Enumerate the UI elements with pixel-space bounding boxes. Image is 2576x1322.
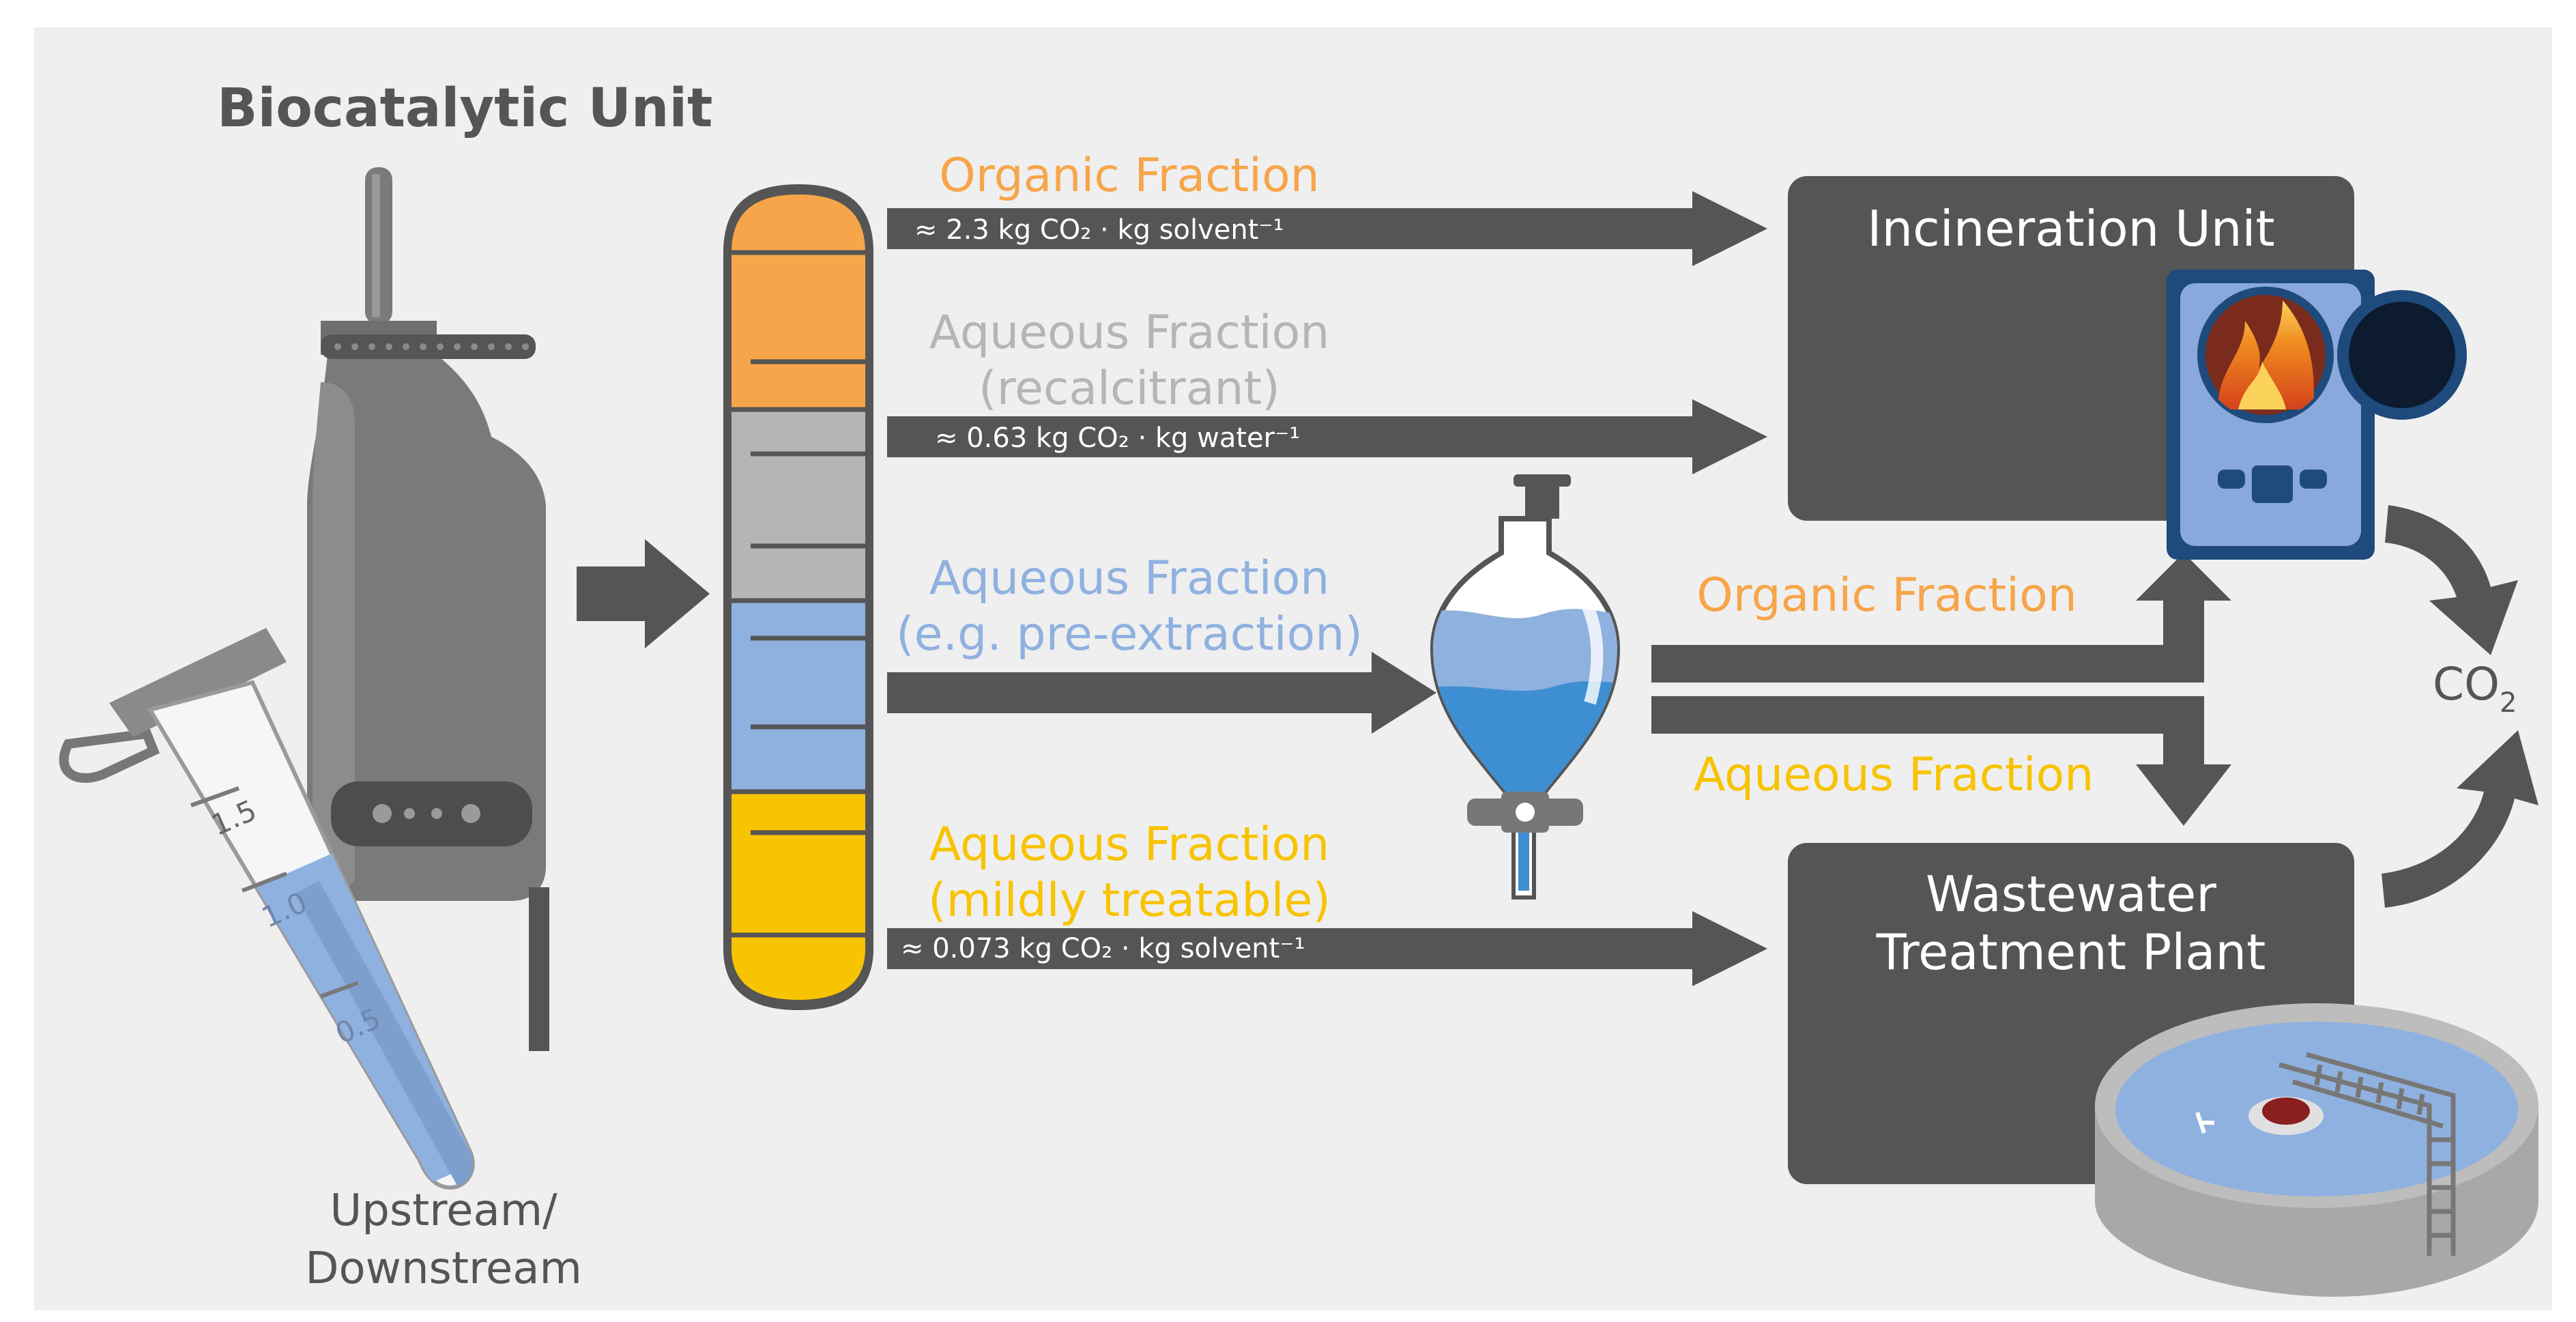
recalcitrant-fraction-label-line1: Aqueous Fraction [929, 306, 1330, 360]
mildly-treatable-fraction-arrow [887, 911, 1767, 986]
recalcitrant-fraction-arrow [887, 399, 1767, 474]
funnel-organic-fraction-label: Organic Fraction [1696, 569, 2077, 622]
recalcitrant-fraction-label-line2: (recalcitrant) [979, 362, 1280, 416]
incinerator-furnace-icon [2167, 270, 2467, 560]
organic-emission-factor: ≈ 2.3 kg CO₂ · kg solvent⁻¹ [914, 214, 1284, 246]
mildly-treatable-fraction-label-line1: Aqueous Fraction [929, 818, 1330, 872]
organic-fraction-label: Organic Fraction [939, 149, 1320, 203]
reactor-to-column-arrow [577, 539, 710, 648]
clarifier-tank-icon [2095, 1003, 2538, 1297]
pre-extraction-fraction-arrow [887, 652, 1436, 734]
incineration-to-co2-arrow [2385, 505, 2518, 655]
pre-extraction-fraction-label-line2: (e.g. pre-extraction) [896, 607, 1363, 661]
funnel-aqueous-arrow [1651, 696, 2231, 826]
mildly-treatable-fraction-label-line2: (mildly treatable) [928, 874, 1331, 928]
incineration-unit-label: Incineration Unit [1867, 200, 2274, 257]
pre-extraction-fraction-label-line1: Aqueous Fraction [929, 551, 1330, 605]
bioreactor-icon [307, 167, 549, 1051]
wwtp-label-line2: Treatment Plant [1876, 923, 2266, 981]
mildly-treatable-emission-factor: ≈ 0.073 kg CO₂ · kg solvent⁻¹ [901, 933, 1305, 964]
upstream-downstream-label-line2: Downstream [305, 1244, 582, 1294]
funnel-organic-arrow [1651, 553, 2231, 682]
recalcitrant-emission-factor: ≈ 0.63 kg CO₂ · kg water⁻¹ [935, 422, 1300, 454]
biocatalytic-unit-title: Biocatalytic Unit [217, 78, 712, 139]
upstream-downstream-label-line1: Upstream/ [330, 1186, 558, 1236]
wwtp-label-line1: Wastewater [1926, 865, 2216, 923]
organic-fraction-arrow [887, 191, 1767, 266]
fractionation-column [723, 184, 873, 1010]
co2-label: CO2 [2433, 658, 2517, 719]
wwtp-to-co2-arrow [2382, 730, 2538, 908]
funnel-aqueous-fraction-label: Aqueous Fraction [1694, 748, 2094, 802]
